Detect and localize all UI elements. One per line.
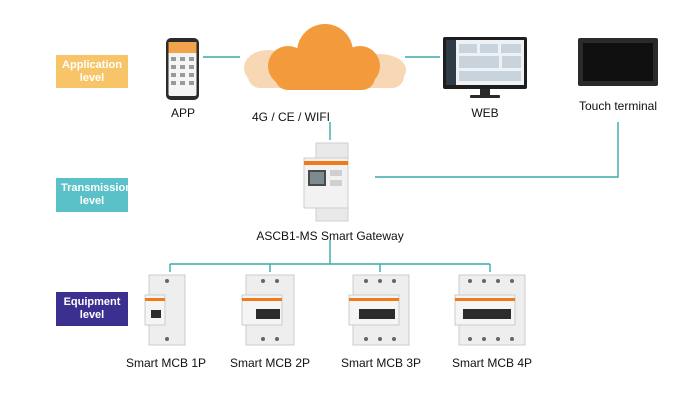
mcb-4p-label: Smart MCB 4P (451, 356, 532, 370)
application-level-label: Application level (62, 58, 122, 84)
equipment-level-label: Equipment level (63, 296, 121, 321)
mcb-2p-label: Smart MCB 2P (229, 356, 310, 370)
touch-terminal-label: Touch terminal (578, 99, 658, 113)
equipment-level-badge: Equipment level (56, 292, 128, 326)
transmission-level-badge: Transmission level (56, 178, 132, 212)
touch-gateway-line (375, 122, 619, 178)
network-label: 4G / CE / WIFI (251, 110, 330, 124)
web-label: WEB (471, 106, 499, 120)
transmission-level-label: Transmission level (61, 182, 132, 207)
mcb-1p-label: Smart MCB 1P (125, 356, 206, 370)
application-level-badge: Application level (56, 55, 128, 88)
app-label: APP (170, 106, 195, 120)
gateway-label: ASCB1-MS Smart Gateway (256, 229, 404, 243)
mcb-3p-label: Smart MCB 3P (340, 356, 421, 370)
